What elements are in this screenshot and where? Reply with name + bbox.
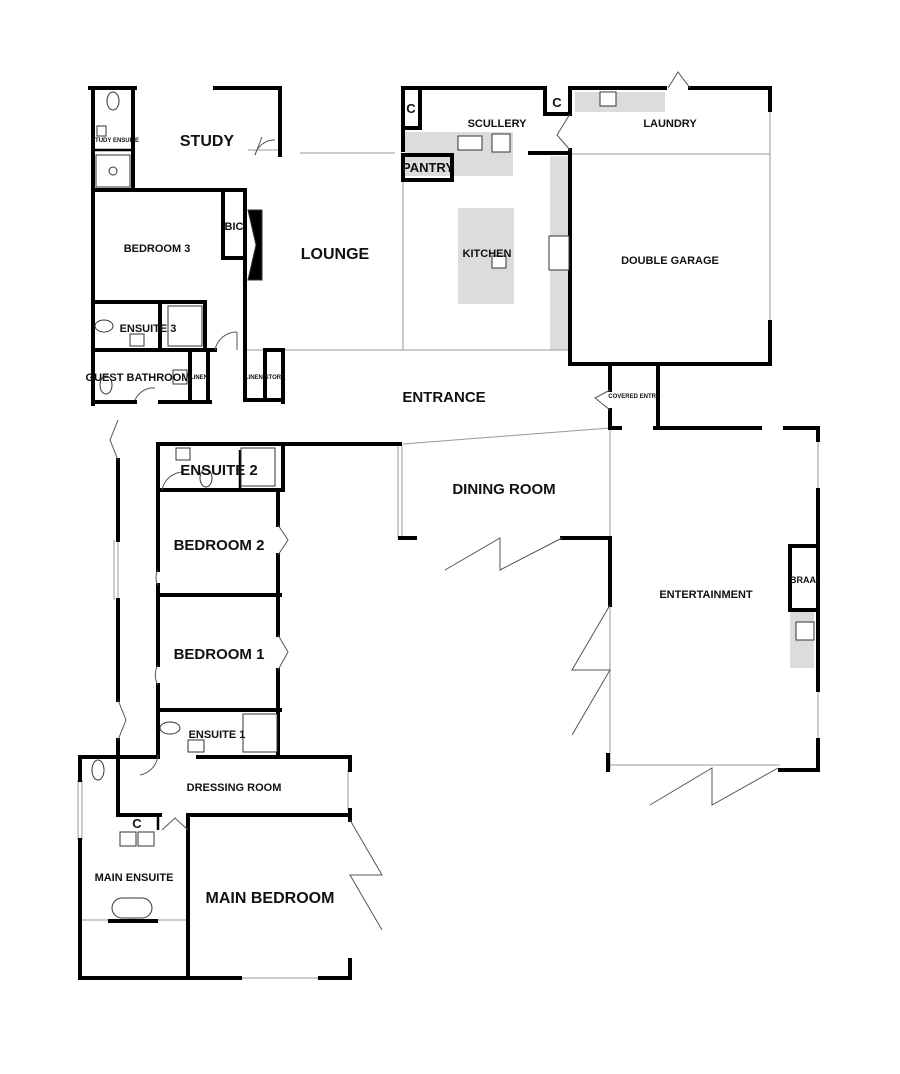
room-cupboard-2: C [552, 95, 562, 110]
room-dressing-room: DRESSING ROOM [187, 782, 282, 794]
room-double-garage: DOUBLE GARAGE [621, 255, 719, 267]
room-bedroom-1: BEDROOM 1 [174, 646, 265, 663]
room-main-bedroom: MAIN BEDROOM [206, 890, 335, 907]
room-braai: BRAAI [790, 575, 819, 585]
fixtures [91, 91, 815, 923]
room-dining-room: DINING ROOM [452, 481, 555, 498]
room-cupboard-3: C [132, 816, 142, 831]
room-study-ensuite: STUDY ENSUITE [91, 138, 139, 144]
room-guest-bathroom: GUEST BATHROOM [86, 372, 191, 384]
room-entrance: ENTRANCE [402, 389, 485, 406]
walls [78, 86, 820, 980]
open-plan-lines [77, 95, 819, 979]
room-linen-store: LINEN STORE [245, 375, 285, 381]
room-linen: LINEN [190, 375, 208, 381]
room-lounge: LOUNGE [301, 246, 370, 263]
room-bic: BIC [225, 221, 244, 233]
room-main-ensuite: MAIN ENSUITE [95, 872, 174, 884]
room-kitchen: KITCHEN [463, 248, 512, 260]
room-pantry: PANTRY [402, 160, 454, 175]
room-ensuite-3: ENSUITE 3 [120, 323, 177, 335]
room-study: STUDY [180, 133, 235, 150]
room-bedroom-3: BEDROOM 3 [124, 243, 191, 255]
room-laundry: LAUNDRY [643, 118, 697, 130]
room-ensuite-1: ENSUITE 1 [189, 729, 246, 741]
room-entertainment: ENTERTAINMENT [659, 589, 753, 601]
room-cupboard-1: C [406, 101, 416, 116]
room-scullery: SCULLERY [468, 118, 528, 130]
room-covered-entry: COVERED ENTRY [608, 394, 659, 400]
room-ensuite-2: ENSUITE 2 [180, 462, 258, 479]
doors [109, 71, 779, 931]
room-labels: STUDY STUDY ENSUITE SCULLERY LAUNDRY C C… [86, 95, 819, 907]
room-bedroom-2: BEDROOM 2 [174, 537, 265, 554]
